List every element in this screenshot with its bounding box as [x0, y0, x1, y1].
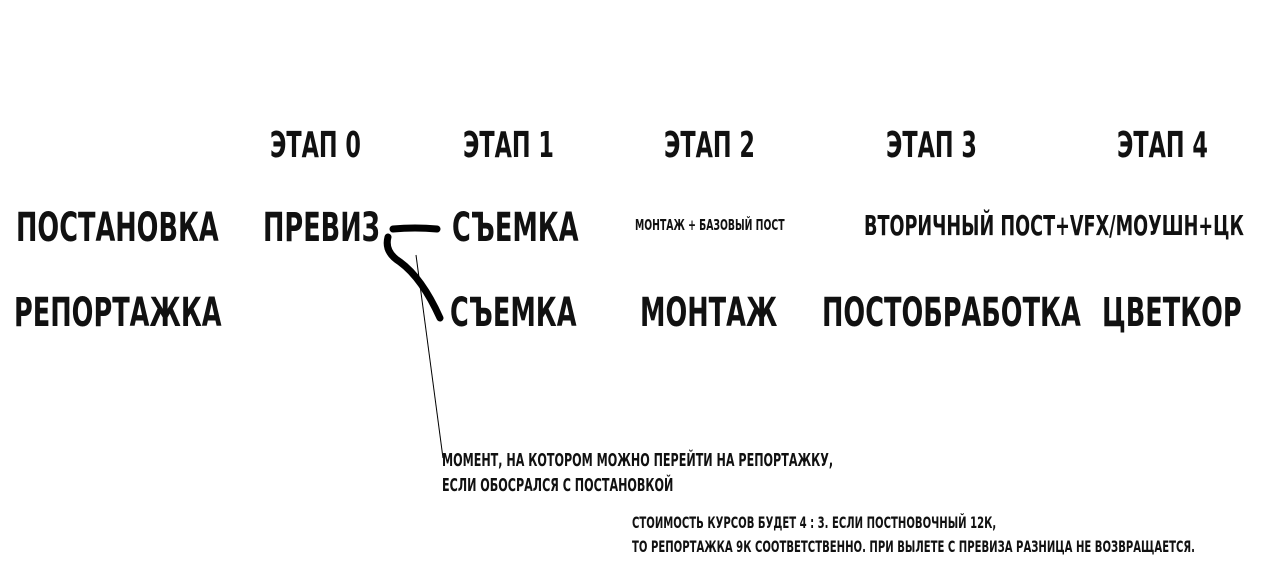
- stage-1-header: ЭТАП 1: [463, 125, 554, 166]
- reportage-step-shooting: СЪЕМКА: [450, 290, 577, 336]
- track-reportage-label: РЕПОРТАЖКА: [14, 290, 222, 336]
- stage-0-header: ЭТАП 0: [270, 125, 361, 166]
- reportage-step-editing: МОНТАЖ: [640, 290, 778, 336]
- stage-2-header: ЭТАП 2: [664, 125, 755, 166]
- staged-step-editing-basic-post: МОНТАЖ + БАЗОВЫЙ ПОСТ: [635, 216, 785, 234]
- annotation-line-1: МОМЕНТ, НА КОТОРОМ МОЖНО ПЕРЕЙТИ НА РЕПО…: [442, 450, 834, 471]
- stage-4-header: ЭТАП 4: [1117, 125, 1208, 166]
- staged-step-shooting: СЪЕМКА: [452, 205, 579, 251]
- pricing-line-2: ТО РЕПОРТАЖКА 9К СООТВЕТСТВЕННО. ПРИ ВЫЛ…: [632, 537, 1195, 556]
- reportage-step-color-grading: ЦВЕТКОР: [1102, 290, 1242, 336]
- annotation-line-2: ЕСЛИ ОБОСРАЛСЯ С ПОСТАНОВКОЙ: [442, 475, 674, 496]
- staged-step-secondary-post: ВТОРИЧНЫЙ ПОСТ+VFX/МОУШН+ЦК: [864, 209, 1244, 242]
- stage-3-header: ЭТАП 3: [886, 125, 977, 166]
- pricing-line-1: СТОИМОСТЬ КУРСОВ БУДЕТ 4 : 3. ЕСЛИ ПОСТН…: [632, 513, 997, 532]
- track-staged-label: ПОСТАНОВКА: [16, 205, 219, 251]
- previz-to-shooting-stroke: [389, 224, 441, 233]
- annotation-pointer-line: [415, 254, 444, 459]
- previz-to-reportage-stroke: [383, 233, 444, 322]
- reportage-step-postprocessing: ПОСТОБРАБОТКА: [822, 290, 1081, 336]
- staged-step-previz: ПРЕВИЗ: [263, 205, 380, 251]
